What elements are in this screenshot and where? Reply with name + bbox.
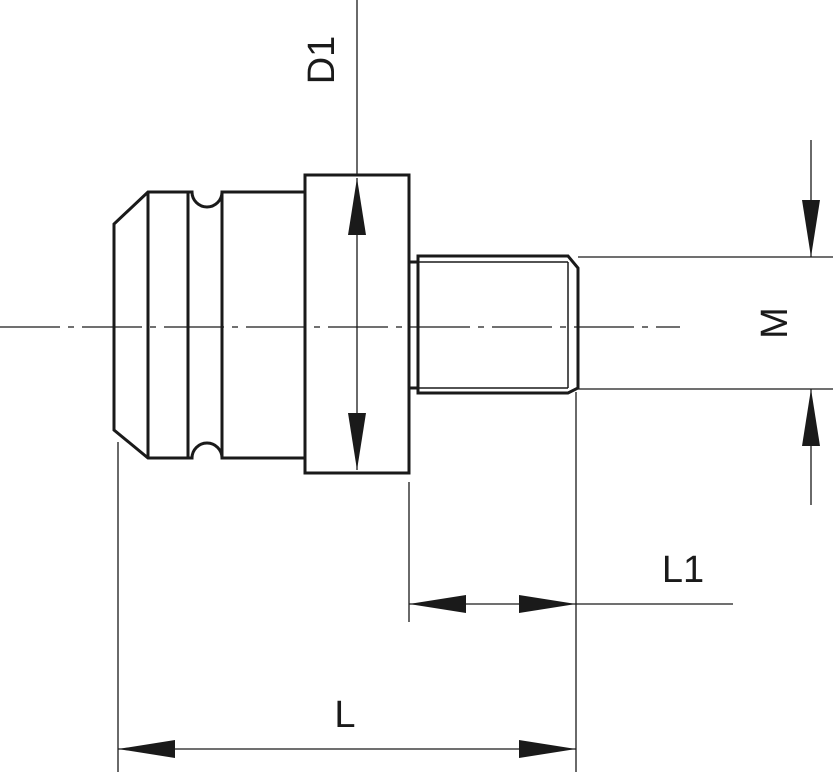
thread-lines xyxy=(418,261,569,389)
l-label: L xyxy=(334,694,355,736)
l-arrow-left xyxy=(118,740,175,758)
part-body xyxy=(112,173,580,475)
d1-label: D1 xyxy=(301,36,343,85)
l-arrow-right xyxy=(519,740,576,758)
nose-section xyxy=(112,190,188,460)
groove-bottom xyxy=(188,441,305,460)
l1-arrow-left xyxy=(409,595,466,613)
d1-arrow-bottom xyxy=(348,413,366,470)
d1-arrow-top xyxy=(348,178,366,235)
l-dimension xyxy=(117,392,577,772)
l1-label: L1 xyxy=(662,549,704,591)
l1-dimension xyxy=(408,482,733,622)
d1-dimension xyxy=(348,0,366,470)
m-arrow-bottom xyxy=(802,389,820,446)
m-arrow-top xyxy=(802,200,820,257)
l1-arrow-right xyxy=(519,595,576,613)
thread-shank xyxy=(409,254,580,395)
m-dimension xyxy=(578,140,833,505)
groove-top xyxy=(188,190,305,209)
m-label: M xyxy=(754,307,796,339)
